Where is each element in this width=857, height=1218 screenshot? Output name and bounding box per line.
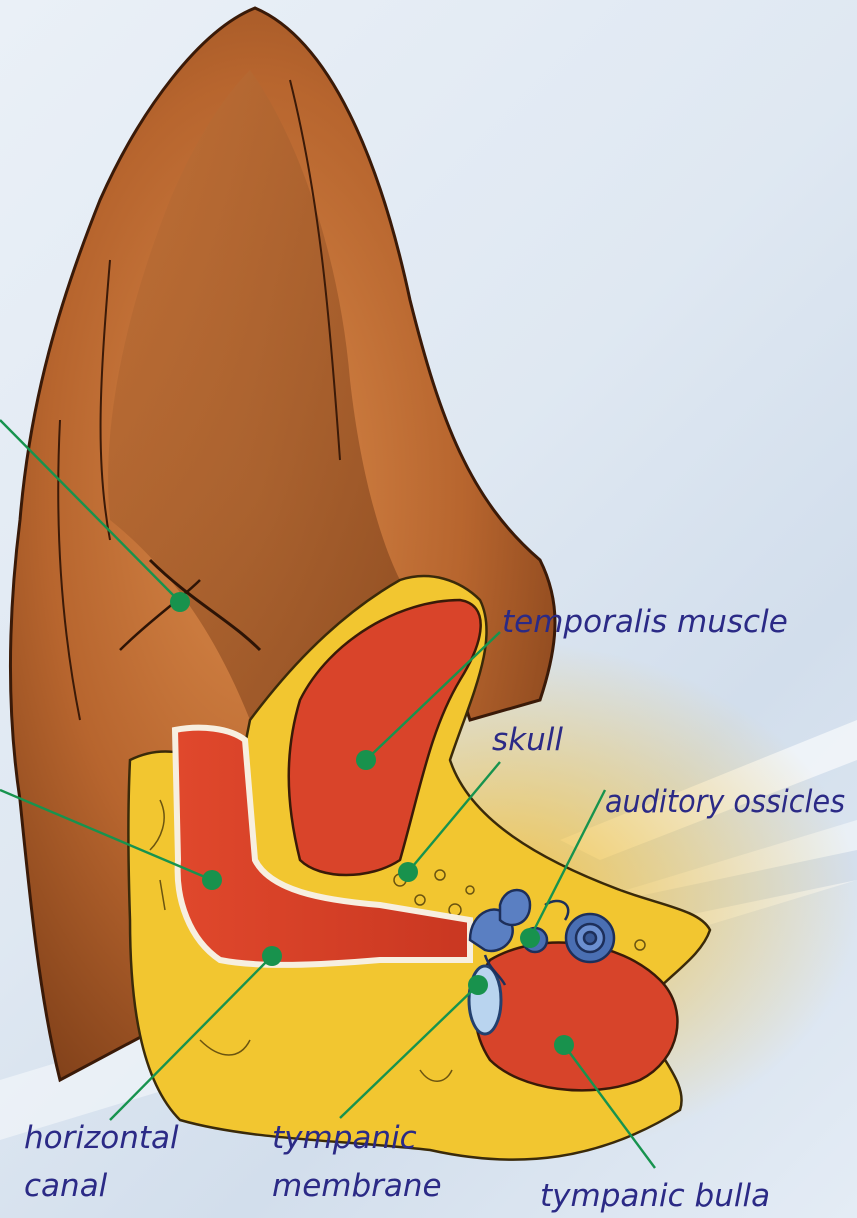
dot-temporalis bbox=[356, 750, 376, 770]
dot-tympanic-bulla bbox=[554, 1035, 574, 1055]
dot-pinna bbox=[170, 592, 190, 612]
dot-horizontal-canal bbox=[262, 946, 282, 966]
label-tympanic-membrane-line1: tympanic bbox=[272, 1120, 417, 1156]
dot-tympanic-membrane bbox=[468, 975, 488, 995]
dot-vertical-canal bbox=[202, 870, 222, 890]
dot-ossicles bbox=[520, 928, 540, 948]
label-temporalis-muscle: temporalis muscle bbox=[502, 604, 788, 640]
label-tympanic-membrane-line2: membrane bbox=[272, 1168, 442, 1204]
label-auditory-ossicles: auditory ossicles bbox=[605, 784, 845, 820]
dot-skull bbox=[398, 862, 418, 882]
label-skull: skull bbox=[492, 722, 563, 758]
label-horizontal-canal-line1: horizontal bbox=[24, 1120, 179, 1156]
label-tympanic-bulla: tympanic bulla bbox=[540, 1178, 770, 1214]
label-horizontal-canal-line2: canal bbox=[24, 1168, 108, 1204]
